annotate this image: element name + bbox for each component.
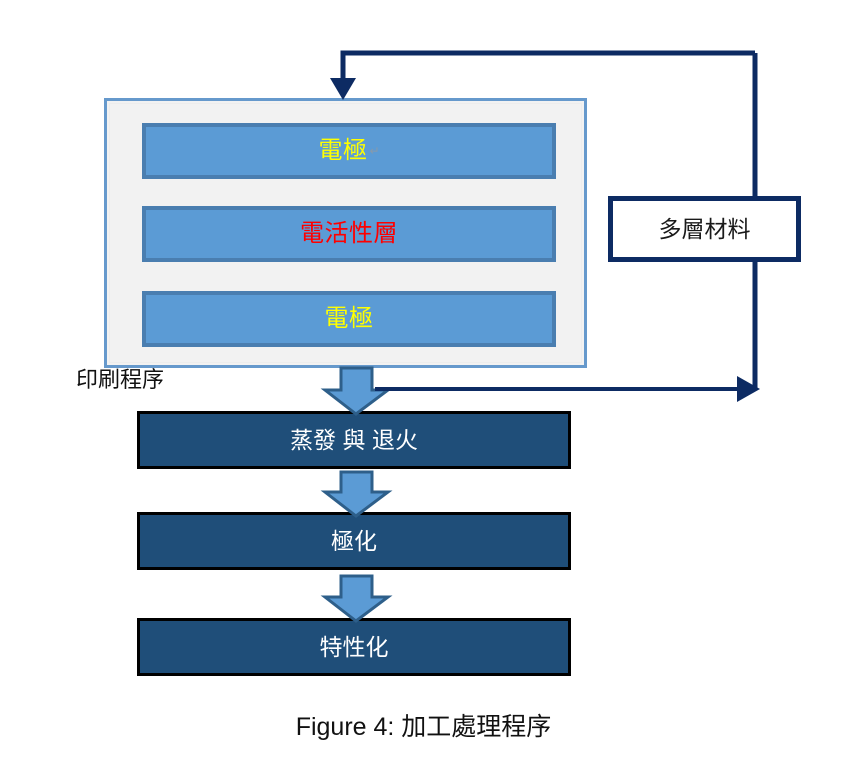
multilayer-material-box: 多層材料 bbox=[608, 196, 801, 262]
stack-layer-label-top: 電極 bbox=[318, 137, 368, 164]
stack-layer-label-active: 電活性層 bbox=[300, 220, 398, 247]
process-label-evaporation-annealing: 蒸發 與 退火 bbox=[290, 426, 418, 453]
stack-layer-active: 電活性層 bbox=[142, 206, 556, 262]
process-label-characterization: 特性化 bbox=[319, 633, 389, 660]
paragraph-mark-icon: ↵ bbox=[369, 144, 380, 158]
stack-layer-label-bottom: 電極 bbox=[324, 305, 374, 332]
arrow-poling-to-characterization bbox=[320, 574, 393, 623]
stack-layer-top-electrode: 電極↵ bbox=[142, 123, 556, 179]
figure-caption: Figure 4: 加工處理程序 bbox=[295, 713, 552, 741]
stack-layer-bottom-electrode: 電極 bbox=[142, 291, 556, 347]
feedback-top-connector bbox=[330, 50, 755, 100]
process-label-poling: 極化 bbox=[331, 527, 377, 554]
arrow-evaporation-to-poling bbox=[320, 470, 393, 518]
process-box-evaporation-annealing: 蒸發 與 退火 bbox=[137, 411, 571, 469]
feedback-bottom-connector bbox=[375, 376, 760, 402]
arrow-stack-to-evaporation bbox=[320, 366, 393, 416]
process-box-characterization: 特性化 bbox=[137, 618, 571, 676]
printing-stack-container: 電極↵ 電活性層 電極 bbox=[104, 98, 587, 368]
process-box-poling: 極化 bbox=[137, 512, 571, 570]
printing-process-label: 印刷程序 bbox=[76, 367, 165, 392]
multilayer-material-label: 多層材料 bbox=[658, 215, 751, 242]
